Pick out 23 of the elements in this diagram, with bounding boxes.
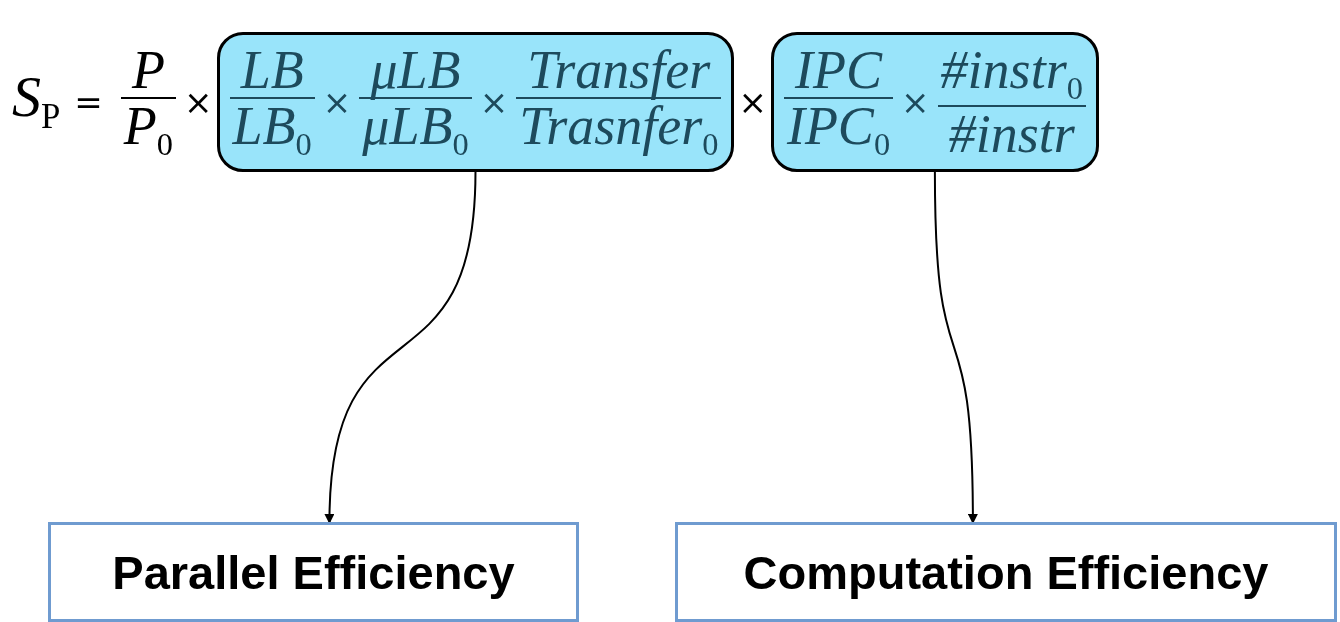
label-box: Computation Efficiency (675, 522, 1337, 622)
denominator-text: #instr (947, 106, 1076, 161)
equals-sign: = (74, 84, 103, 119)
denominator-text: IPC$_{0}$ (785, 99, 892, 161)
multiply-sign: × (479, 84, 509, 119)
multiply-sign: × (184, 84, 213, 119)
multiply-sign: × (901, 84, 930, 119)
connector-arrow (324, 170, 477, 524)
numerator-text: #instr$_{0}$ (939, 43, 1084, 105)
denominator-text: LB$_{0}$ (231, 99, 313, 161)
multiply-sign: × (322, 84, 352, 119)
numerator-text: P (130, 43, 166, 97)
connector-arrow (933, 170, 978, 524)
highlight-box (770, 32, 1099, 172)
numerator-text: LB (239, 43, 305, 97)
numerator-text: IPC (794, 43, 884, 97)
math-symbol: S$_{P}$ (12, 68, 61, 136)
denominator-text: μLB$_{0}$ (361, 99, 470, 161)
denominator-text: P$_{0}$ (122, 99, 175, 161)
multiply-sign: × (738, 84, 767, 119)
denominator-text: Trasnfer$_{0}$ (518, 99, 720, 161)
highlight-box (216, 32, 735, 172)
label-box: Parallel Efficiency (48, 522, 579, 622)
